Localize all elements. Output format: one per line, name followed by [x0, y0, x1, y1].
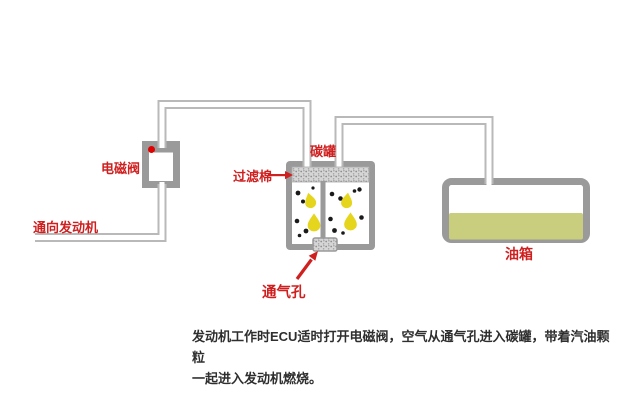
- filter-cotton-arrow: [268, 171, 293, 180]
- label-filter-cotton: 过滤棉: [233, 169, 272, 184]
- filter-cotton-band: [291, 166, 370, 183]
- valve-armature-bar: [154, 148, 177, 153]
- pipes-core: [35, 102, 492, 240]
- fuel-liquid: [449, 213, 583, 240]
- vent-block: [312, 237, 338, 252]
- internal-gray-parts: [154, 148, 326, 241]
- diagram-labels: 电磁阀 通向发动机 过滤棉 碳罐 通气孔 油箱: [33, 144, 533, 301]
- vent-hole-arrow: [295, 251, 318, 280]
- canister-divider: [320, 181, 326, 241]
- label-vent-hole: 通气孔: [262, 283, 306, 301]
- valve-indicator-dot: [148, 146, 155, 153]
- annotation-arrows: [268, 171, 318, 280]
- caption: 发动机工作时ECU适时打开电磁阀，空气从通气孔进入碳罐，带着汽油颗粒 一起进入发…: [192, 326, 622, 389]
- label-to-engine: 通向发动机: [33, 220, 98, 235]
- pipe-valve-to-canister: [157, 100, 312, 168]
- solenoid-valve-interior: [149, 148, 173, 181]
- label-fuel-tank: 油箱: [505, 246, 533, 262]
- caption-line-2: 一起进入发动机燃烧。: [192, 371, 323, 386]
- caption-line-1: 发动机工作时ECU适时打开电磁阀，空气从通气孔进入碳罐，带着汽油颗粒: [192, 329, 610, 365]
- label-carbon-canister: 碳罐: [310, 144, 336, 159]
- label-solenoid-valve: 电磁阀: [101, 161, 140, 176]
